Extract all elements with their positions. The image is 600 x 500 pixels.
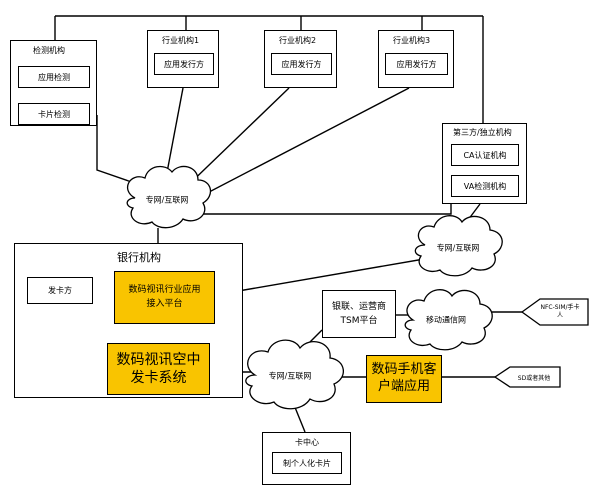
industry-2-issuer-box: 应用发行方 — [271, 53, 332, 75]
bank-institution-title: 银行机构 — [117, 251, 161, 264]
cloud-center-label: 专网/互联网 — [268, 371, 312, 381]
sd-card-label: SD或者其他 — [517, 374, 551, 382]
link-access-platform-right-cloud — [214, 257, 431, 296]
card-testing-box: 卡片检测 — [18, 103, 90, 125]
cloud-mobile — [404, 289, 493, 351]
ota-system-box: 数码视讯空中 发卡系统 — [107, 343, 210, 395]
industry-1-issuer-box: 应用发行方 — [154, 53, 214, 75]
link-testing-cloud — [96, 115, 144, 187]
sd-card-shape — [493, 366, 561, 388]
industry-institution-3: 行业机构3 应用发行方 — [378, 30, 454, 88]
link-industry1-cloud — [164, 87, 184, 184]
ca-box: CA认证机构 — [451, 144, 519, 166]
card-center: 卡中心 制个人化卡片 — [262, 432, 351, 485]
link-industry3-cloud — [187, 87, 410, 204]
industry-3-issuer-box: 应用发行方 — [385, 53, 448, 75]
access-platform-box: 数码视讯行业应用 接入平台 — [114, 271, 215, 324]
cloud-top — [126, 165, 212, 229]
cloud-mobile-label: 移动通信网 — [426, 315, 466, 325]
personalized-card-box: 制个人化卡片 — [272, 452, 342, 474]
cloud-right — [414, 215, 503, 277]
testing-institution: 检测机构 应用检测 卡片检测 — [10, 40, 97, 126]
va-box: VA检测机构 — [451, 175, 519, 197]
industry-institution-1: 行业机构1 应用发行方 — [147, 30, 219, 88]
cloud-right-label: 专网/互联网 — [436, 243, 480, 253]
tsm-platform-label: 银联、运营商 TSM平台 — [331, 301, 386, 326]
industry-3-title: 行业机构3 — [393, 36, 431, 45]
cloud-center — [245, 339, 344, 410]
tsm-platform-box — [322, 290, 396, 338]
third-party-title: 第三方/独立机构 — [453, 128, 512, 137]
cloud-top-label: 专网/互联网 — [145, 195, 189, 205]
nfc-card-label: NFC-SIM/手卡 人 — [540, 303, 580, 319]
link-industry2-cloud — [179, 87, 290, 194]
card-center-title: 卡中心 — [295, 438, 319, 447]
nfc-card-shape — [520, 298, 589, 326]
industry-institution-2: 行业机构2 应用发行方 — [264, 30, 337, 88]
app-testing-box: 应用检测 — [18, 66, 90, 88]
industry-1-title: 行业机构1 — [162, 36, 200, 45]
testing-institution-title: 检测机构 — [33, 46, 65, 55]
third-party-institution: 第三方/独立机构 CA认证机构 VA检测机构 — [442, 123, 527, 204]
industry-2-title: 行业机构2 — [279, 36, 317, 45]
client-app-box: 数码手机客 户端应用 — [366, 355, 442, 403]
link-third-party-cloud — [200, 204, 452, 215]
card-issuer-box: 发卡方 — [27, 277, 93, 304]
